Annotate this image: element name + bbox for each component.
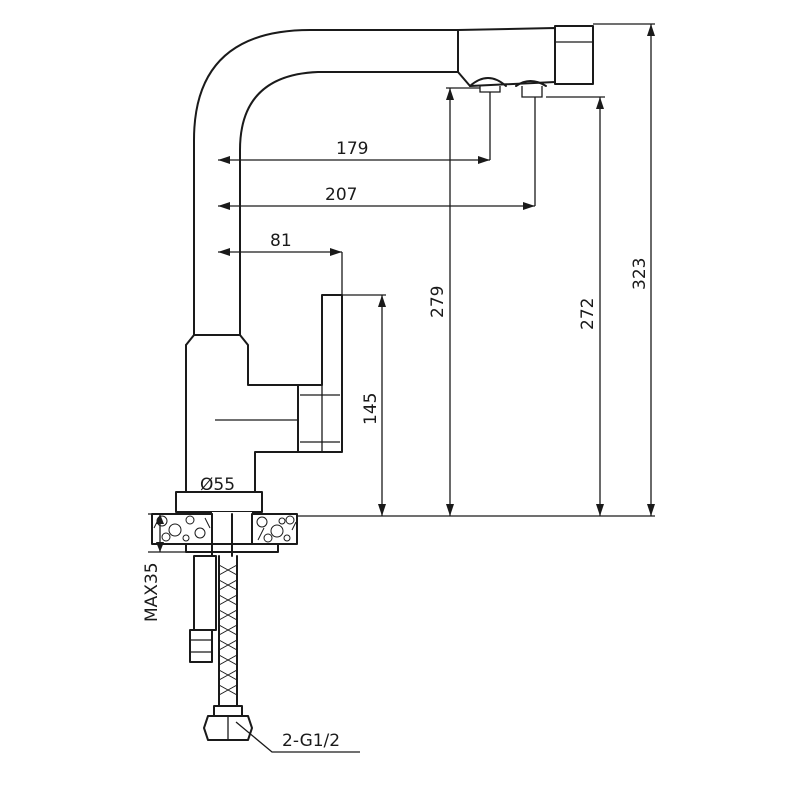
dim-label-145: 145: [361, 393, 381, 425]
dimension-labels: 179 207 81 145 279 272 323 Ø55 MAX35 2-G…: [142, 139, 650, 751]
dim-label-diameter-55: Ø55: [200, 475, 235, 495]
dim-label-279: 279: [428, 286, 448, 318]
spout: [193, 25, 594, 336]
dim-label-max35: MAX35: [142, 562, 162, 622]
faucet-body: [175, 334, 299, 513]
dim-label-323: 323: [630, 258, 650, 290]
dim-label-hose-thread: 2-G1/2: [282, 731, 340, 751]
dim-label-272: 272: [578, 298, 598, 330]
dim-label-179: 179: [336, 139, 368, 159]
countertop-section: [151, 512, 298, 553]
dimension-lines: [148, 23, 655, 753]
lever-handle: [297, 294, 343, 453]
dim-label-81: 81: [270, 231, 292, 251]
dim-label-207: 207: [325, 185, 357, 205]
shank-and-hoses: [189, 513, 253, 741]
